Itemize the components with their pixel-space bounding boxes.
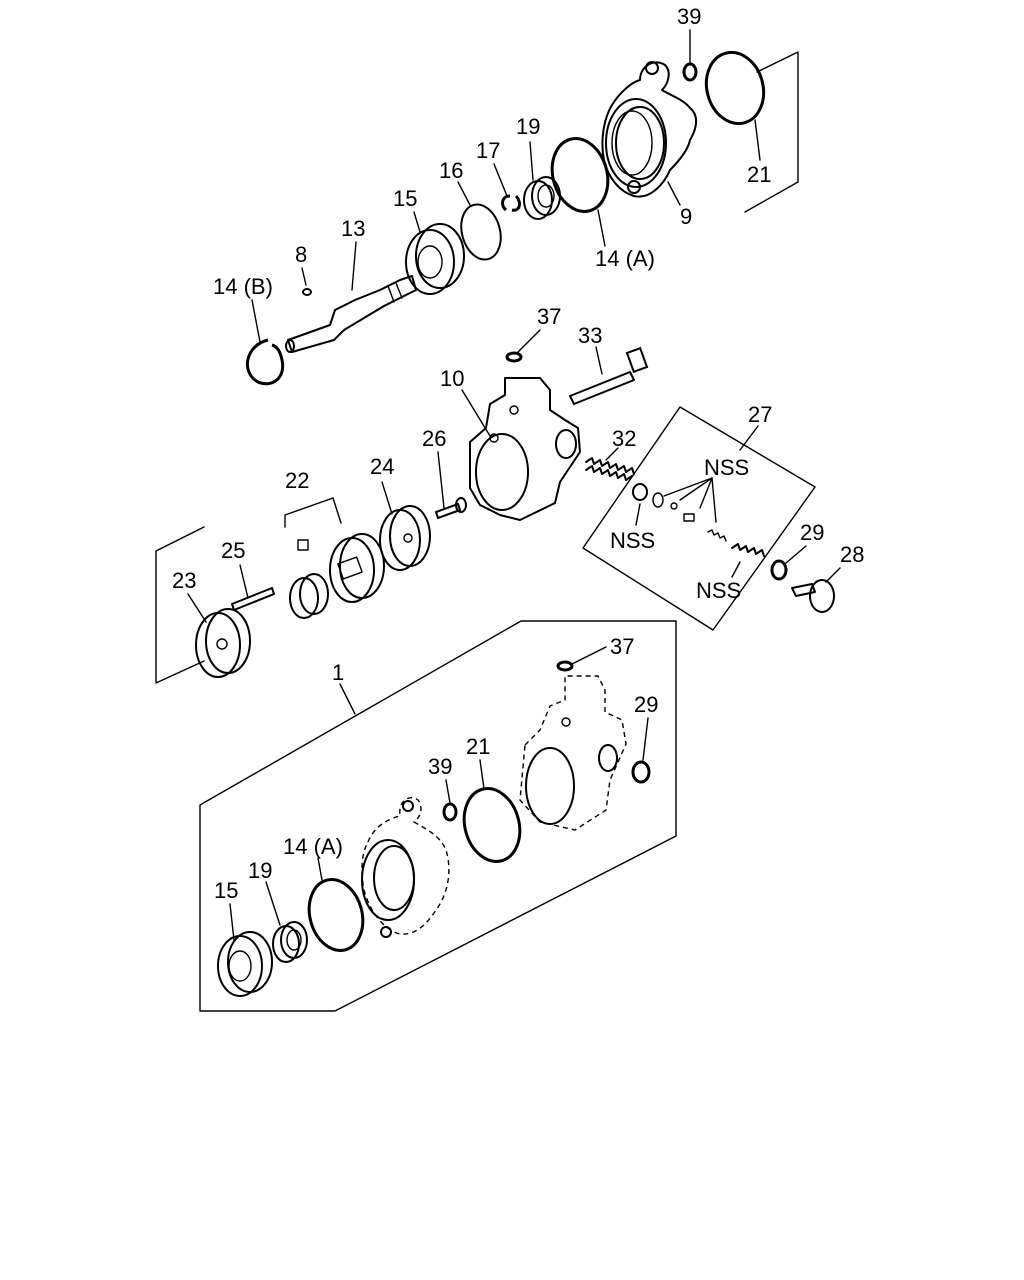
o-ring-part-39-top [682,62,698,82]
bolt-part-26 [435,497,467,519]
callout-39-assembly: 39 [428,754,452,779]
callout-23: 23 [172,568,196,593]
callout-29-top: 29 [800,520,824,545]
callout-19-assembly: 19 [248,858,272,883]
callout-33: 33 [578,323,602,348]
spring-part-32 [585,457,635,481]
callout-19-top: 19 [516,114,540,139]
o-ring-part-14a-assembly [307,878,365,952]
snap-ring-part-17 [501,194,521,212]
group-box-valve-27 [582,406,816,631]
callout-27: 27 [748,402,772,427]
bearing-part-15-top [405,223,465,295]
bearing-part-19-assembly [272,921,308,963]
callout-21-assembly: 21 [466,734,490,759]
callout-9: 9 [680,204,692,229]
o-ring-part-21-top [704,50,766,126]
callout-37-assembly: 37 [610,634,634,659]
callout-21-top: 21 [747,162,771,187]
group-bracket-top-right [744,51,799,213]
group-bracket-left [155,526,205,684]
cam-ring-part-22 [329,533,385,603]
retaining-ring-part-14b [246,338,285,386]
pin-part-25 [231,587,275,611]
callout-25: 25 [221,538,245,563]
side-plate-part-24 [379,505,431,571]
plug-part-28 [791,579,835,613]
key-part-8 [302,288,312,296]
callout-24: 24 [370,454,394,479]
callout-labels: 39 21 9 19 17 16 15 13 8 14 (B) 14 (A) 3… [172,4,864,903]
callout-26: 26 [422,426,446,451]
callout-28: 28 [840,542,864,567]
valve-parts-27 [632,477,765,557]
callout-14b: 14 (B) [213,274,273,299]
group-box-assembly-1 [199,620,677,1012]
o-ring-part-39-assembly [442,802,458,822]
callout-nss-lower: NSS [696,578,741,603]
callout-15-top: 15 [393,186,417,211]
callout-39-top: 39 [677,4,701,29]
callout-14a-assembly: 14 (A) [283,834,343,859]
bolt-part-33 [569,346,649,405]
bearing-part-15-assembly [217,931,273,997]
callout-29-assembly: 29 [634,692,658,717]
group-bracket-22 [284,497,342,528]
callout-32: 32 [612,426,636,451]
vane-part-22 [297,539,309,551]
o-ring-part-37-top [505,351,523,363]
callout-1: 1 [332,660,344,685]
callout-22: 22 [285,468,309,493]
plate-part-23 [195,608,251,678]
housing-flange-part-assembly [361,797,450,938]
o-ring-part-29-top [770,559,788,581]
leader-lines [187,29,841,941]
callout-10: 10 [440,366,464,391]
pump-body-part-10 [469,377,581,521]
housing-flange-part-9 [601,61,697,198]
o-ring-part-29-assembly [631,760,651,784]
callout-15-assembly: 15 [214,878,238,903]
callout-17: 17 [476,138,500,163]
pump-body-part-assembly [519,675,627,831]
callout-nss-left: NSS [610,528,655,553]
callout-8: 8 [295,242,307,267]
callout-nss-upper: NSS [704,455,749,480]
callout-14a-top: 14 (A) [595,246,655,271]
washer-part-16 [460,203,502,261]
callout-13: 13 [341,216,365,241]
callout-16: 16 [439,158,463,183]
o-ring-part-37-assembly [556,660,574,672]
shaft-part-13 [285,275,417,353]
o-ring-part-14a-top [550,137,610,213]
rotor-part-22 [289,573,329,619]
callout-37-top: 37 [537,304,561,329]
bearing-part-19-top [523,176,561,220]
o-ring-part-21-assembly [462,787,522,863]
